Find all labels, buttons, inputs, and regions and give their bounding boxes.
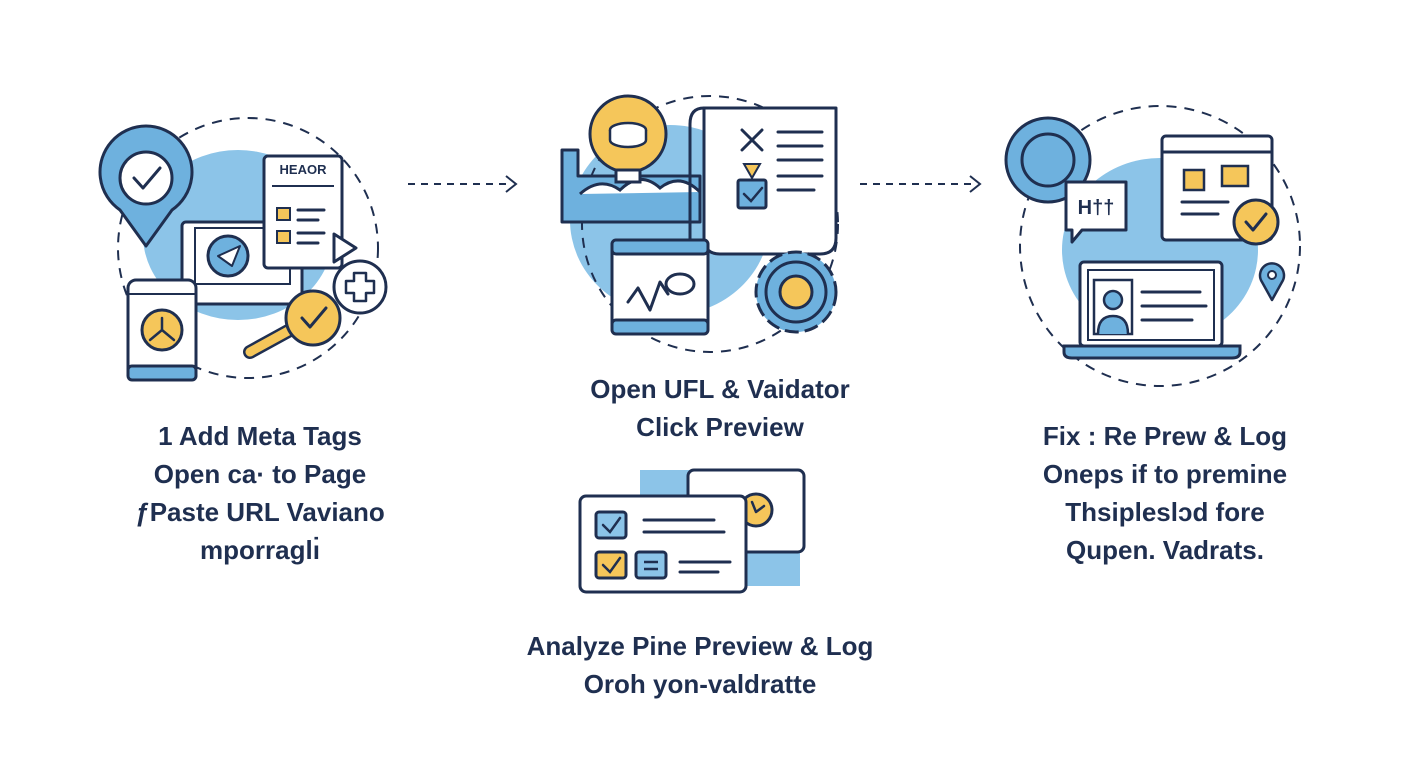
step4-caption: Analyze Pine Preview & Log Oroh yon-vald… — [480, 627, 920, 703]
arrow-step2-to-step3 — [860, 175, 982, 193]
lightbulb-icon — [588, 94, 668, 184]
plus-circle-icon — [332, 259, 388, 315]
check-badge-icon — [1232, 198, 1280, 246]
chat-bubble-text: H†† — [1078, 197, 1115, 219]
step4-caption-line: Oroh yon-valdratte — [583, 669, 817, 699]
step1-caption-line: ƒPaste URL Vaviano — [135, 497, 385, 527]
small-location-pin-icon — [1258, 262, 1286, 302]
step3-caption-line: Oneps if to premine — [1042, 459, 1288, 489]
step3-caption-line: Thsipleslɔd fore — [1065, 497, 1265, 527]
magnifier-check-icon — [243, 289, 342, 359]
step3-dashed-ring — [1019, 105, 1301, 387]
gear-icon — [754, 250, 838, 334]
analytics-monitor-icon — [610, 238, 710, 336]
step3-caption-line: Fix : Re Prew & Log — [1042, 421, 1288, 451]
chat-bubble-icon: H†† — [1064, 180, 1128, 244]
step4-illustration — [578, 468, 806, 594]
step3-illustration: H†† — [1004, 105, 1301, 387]
step2-illustration — [560, 94, 839, 353]
step1-caption-line: 1 Add Meta Tags — [158, 421, 362, 451]
step1-caption-line: mporraglı̇ — [200, 535, 320, 565]
step3-caption-line: Qupen. Vadrats. — [1066, 535, 1264, 565]
checklist-card-icon — [578, 494, 748, 594]
header-badge-text: HEAOR — [280, 162, 328, 177]
step3-caption: Fix : Re Prew & Log Oneps if to premine … — [970, 417, 1360, 569]
smartphone-icon — [126, 278, 198, 382]
step2-caption: Open UFL & Vaidator Click Preview — [520, 370, 920, 446]
checklist-document-icon — [688, 106, 838, 256]
step2-dashed-ring — [581, 95, 839, 353]
step4-caption-line: Analyze Pine Preview & Log — [526, 631, 874, 661]
step1-caption-line: Open ca· to Page — [153, 459, 367, 489]
step1-caption: 1 Add Meta Tags Open ca· to Page ƒPaste … — [70, 417, 450, 569]
ring-circle-icon — [1004, 116, 1092, 204]
step2-caption-line: Click Preview — [636, 412, 804, 442]
step1-dashed-ring — [117, 117, 379, 379]
laptop-profile-icon — [1062, 260, 1242, 360]
header-document-icon: HEAOR — [262, 154, 358, 270]
location-pin-check-icon — [98, 124, 194, 248]
step1-illustration: HEAOR — [98, 117, 388, 382]
arrow-step1-to-step2 — [408, 175, 518, 193]
step2-caption-line: Open UFL & Vaidator — [590, 374, 850, 404]
